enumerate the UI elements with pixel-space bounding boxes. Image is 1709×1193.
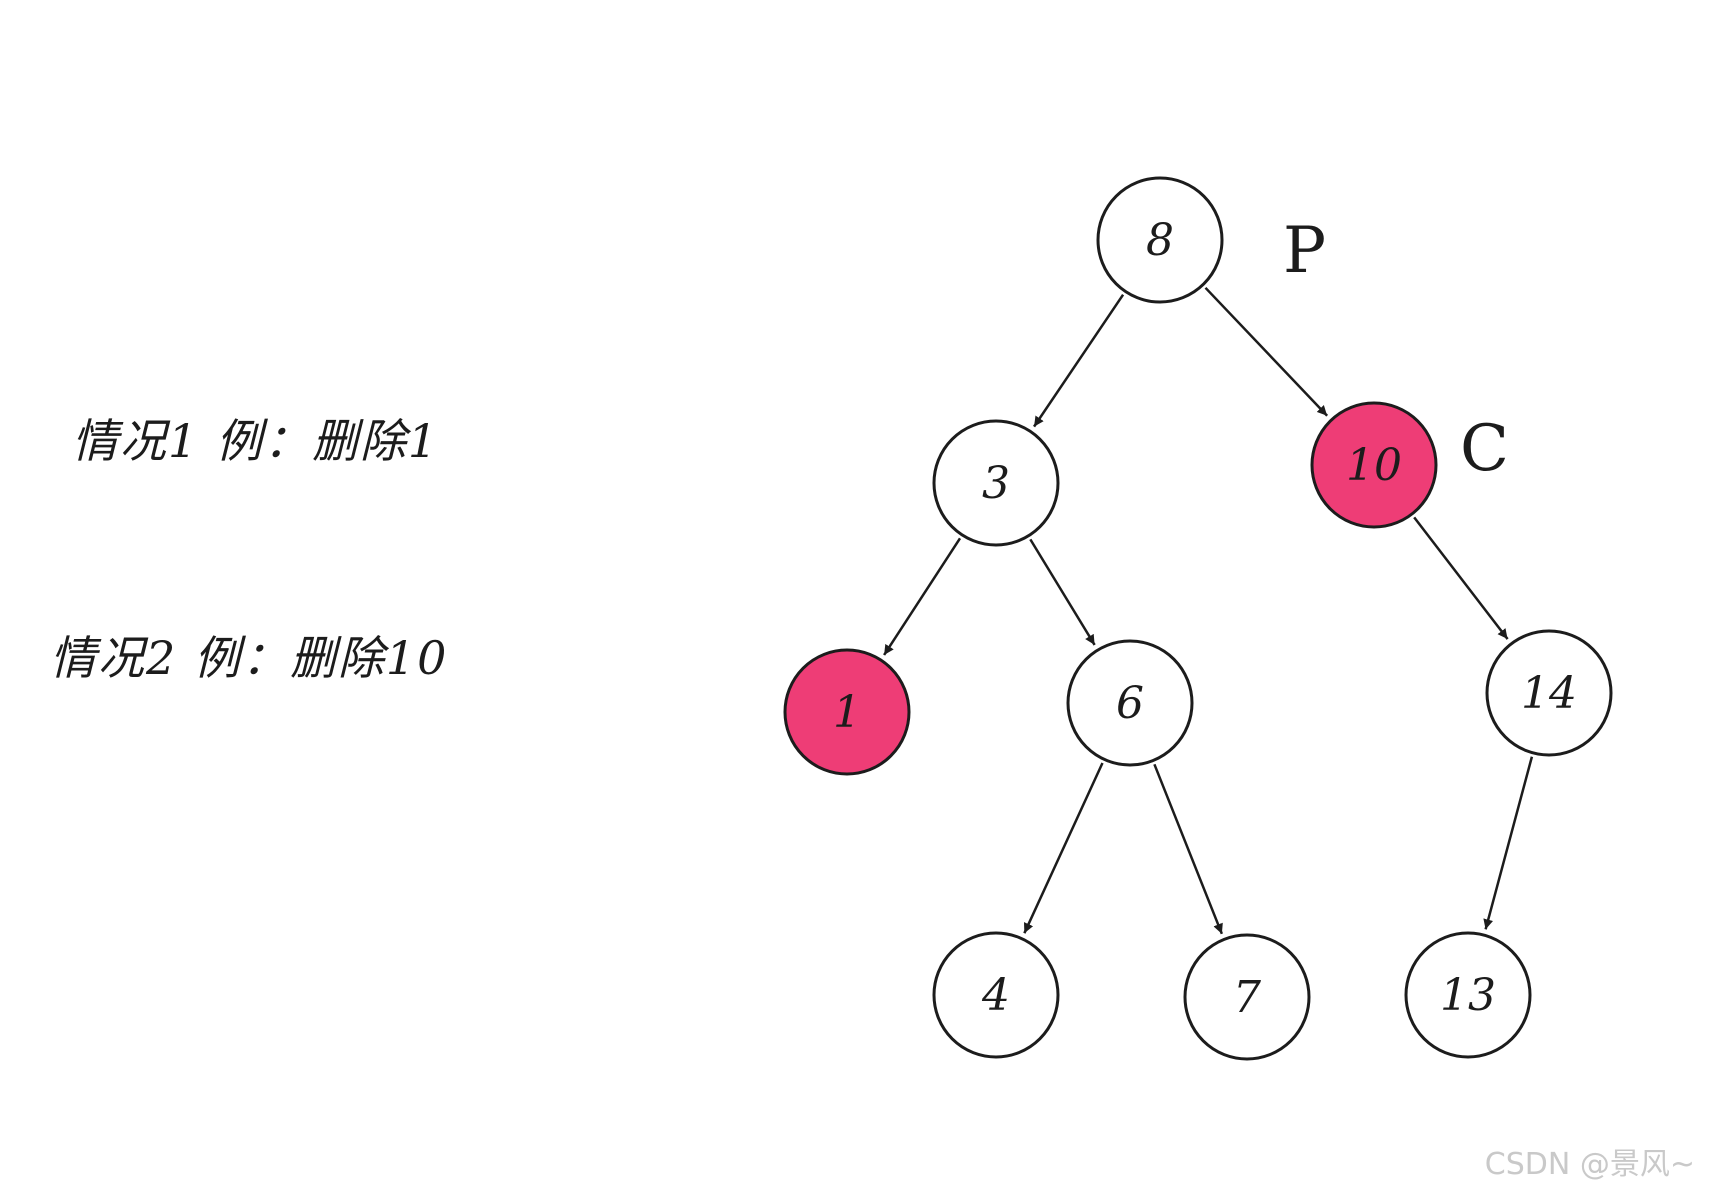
tree-node-10: 10 [1310,401,1438,529]
node-label-6: 6 [1116,678,1144,729]
tree-node-6: 6 [1066,639,1194,767]
node-circle-7 [1183,933,1311,1061]
case-2-label: 情况2 例：删除10 [50,631,449,685]
edge-n3-n6 [1029,538,1096,646]
node-circle-3 [932,419,1060,547]
node-label-10: 10 [1346,440,1402,491]
tree-node-1: 1 [783,648,911,776]
node-circle-8 [1096,176,1224,304]
node-circle-4 [932,931,1060,1059]
edge-n3-n1 [883,537,962,656]
node-label-7: 7 [1233,972,1261,1023]
tree-node-8: 8 [1096,176,1224,304]
node-label-3: 3 [982,458,1010,509]
tree-node-7: 7 [1183,933,1311,1061]
edge-n14-n13 [1483,756,1534,930]
node-circle-13 [1404,931,1532,1059]
parent-label-p: P [1283,214,1326,288]
edge-n8-n3 [1033,294,1125,428]
node-label-1: 1 [833,687,861,738]
tree-node-14: 14 [1485,629,1613,757]
tree-node-13: 13 [1404,931,1532,1059]
node-circle-14 [1485,629,1613,757]
node-label-14: 14 [1521,668,1577,719]
watermark: CSDN @景风~ [1484,1147,1695,1182]
edge-n6-n4 [1023,762,1104,934]
edge-n6-n7 [1153,763,1224,935]
tree-node-4: 4 [932,931,1060,1059]
case-1-label: 情况1 例：删除1 [72,414,440,468]
edge-n8-n10 [1204,286,1329,417]
node-label-8: 8 [1146,215,1174,266]
node-label-4: 4 [981,970,1010,1021]
node-circle-1 [783,648,911,776]
tree-node-3: 3 [932,419,1060,547]
child-label-c: C [1460,412,1509,486]
edge-n10-n14 [1413,516,1509,640]
node-circle-10 [1310,401,1438,529]
node-circle-6 [1066,639,1194,767]
node-label-13: 13 [1440,970,1496,1021]
